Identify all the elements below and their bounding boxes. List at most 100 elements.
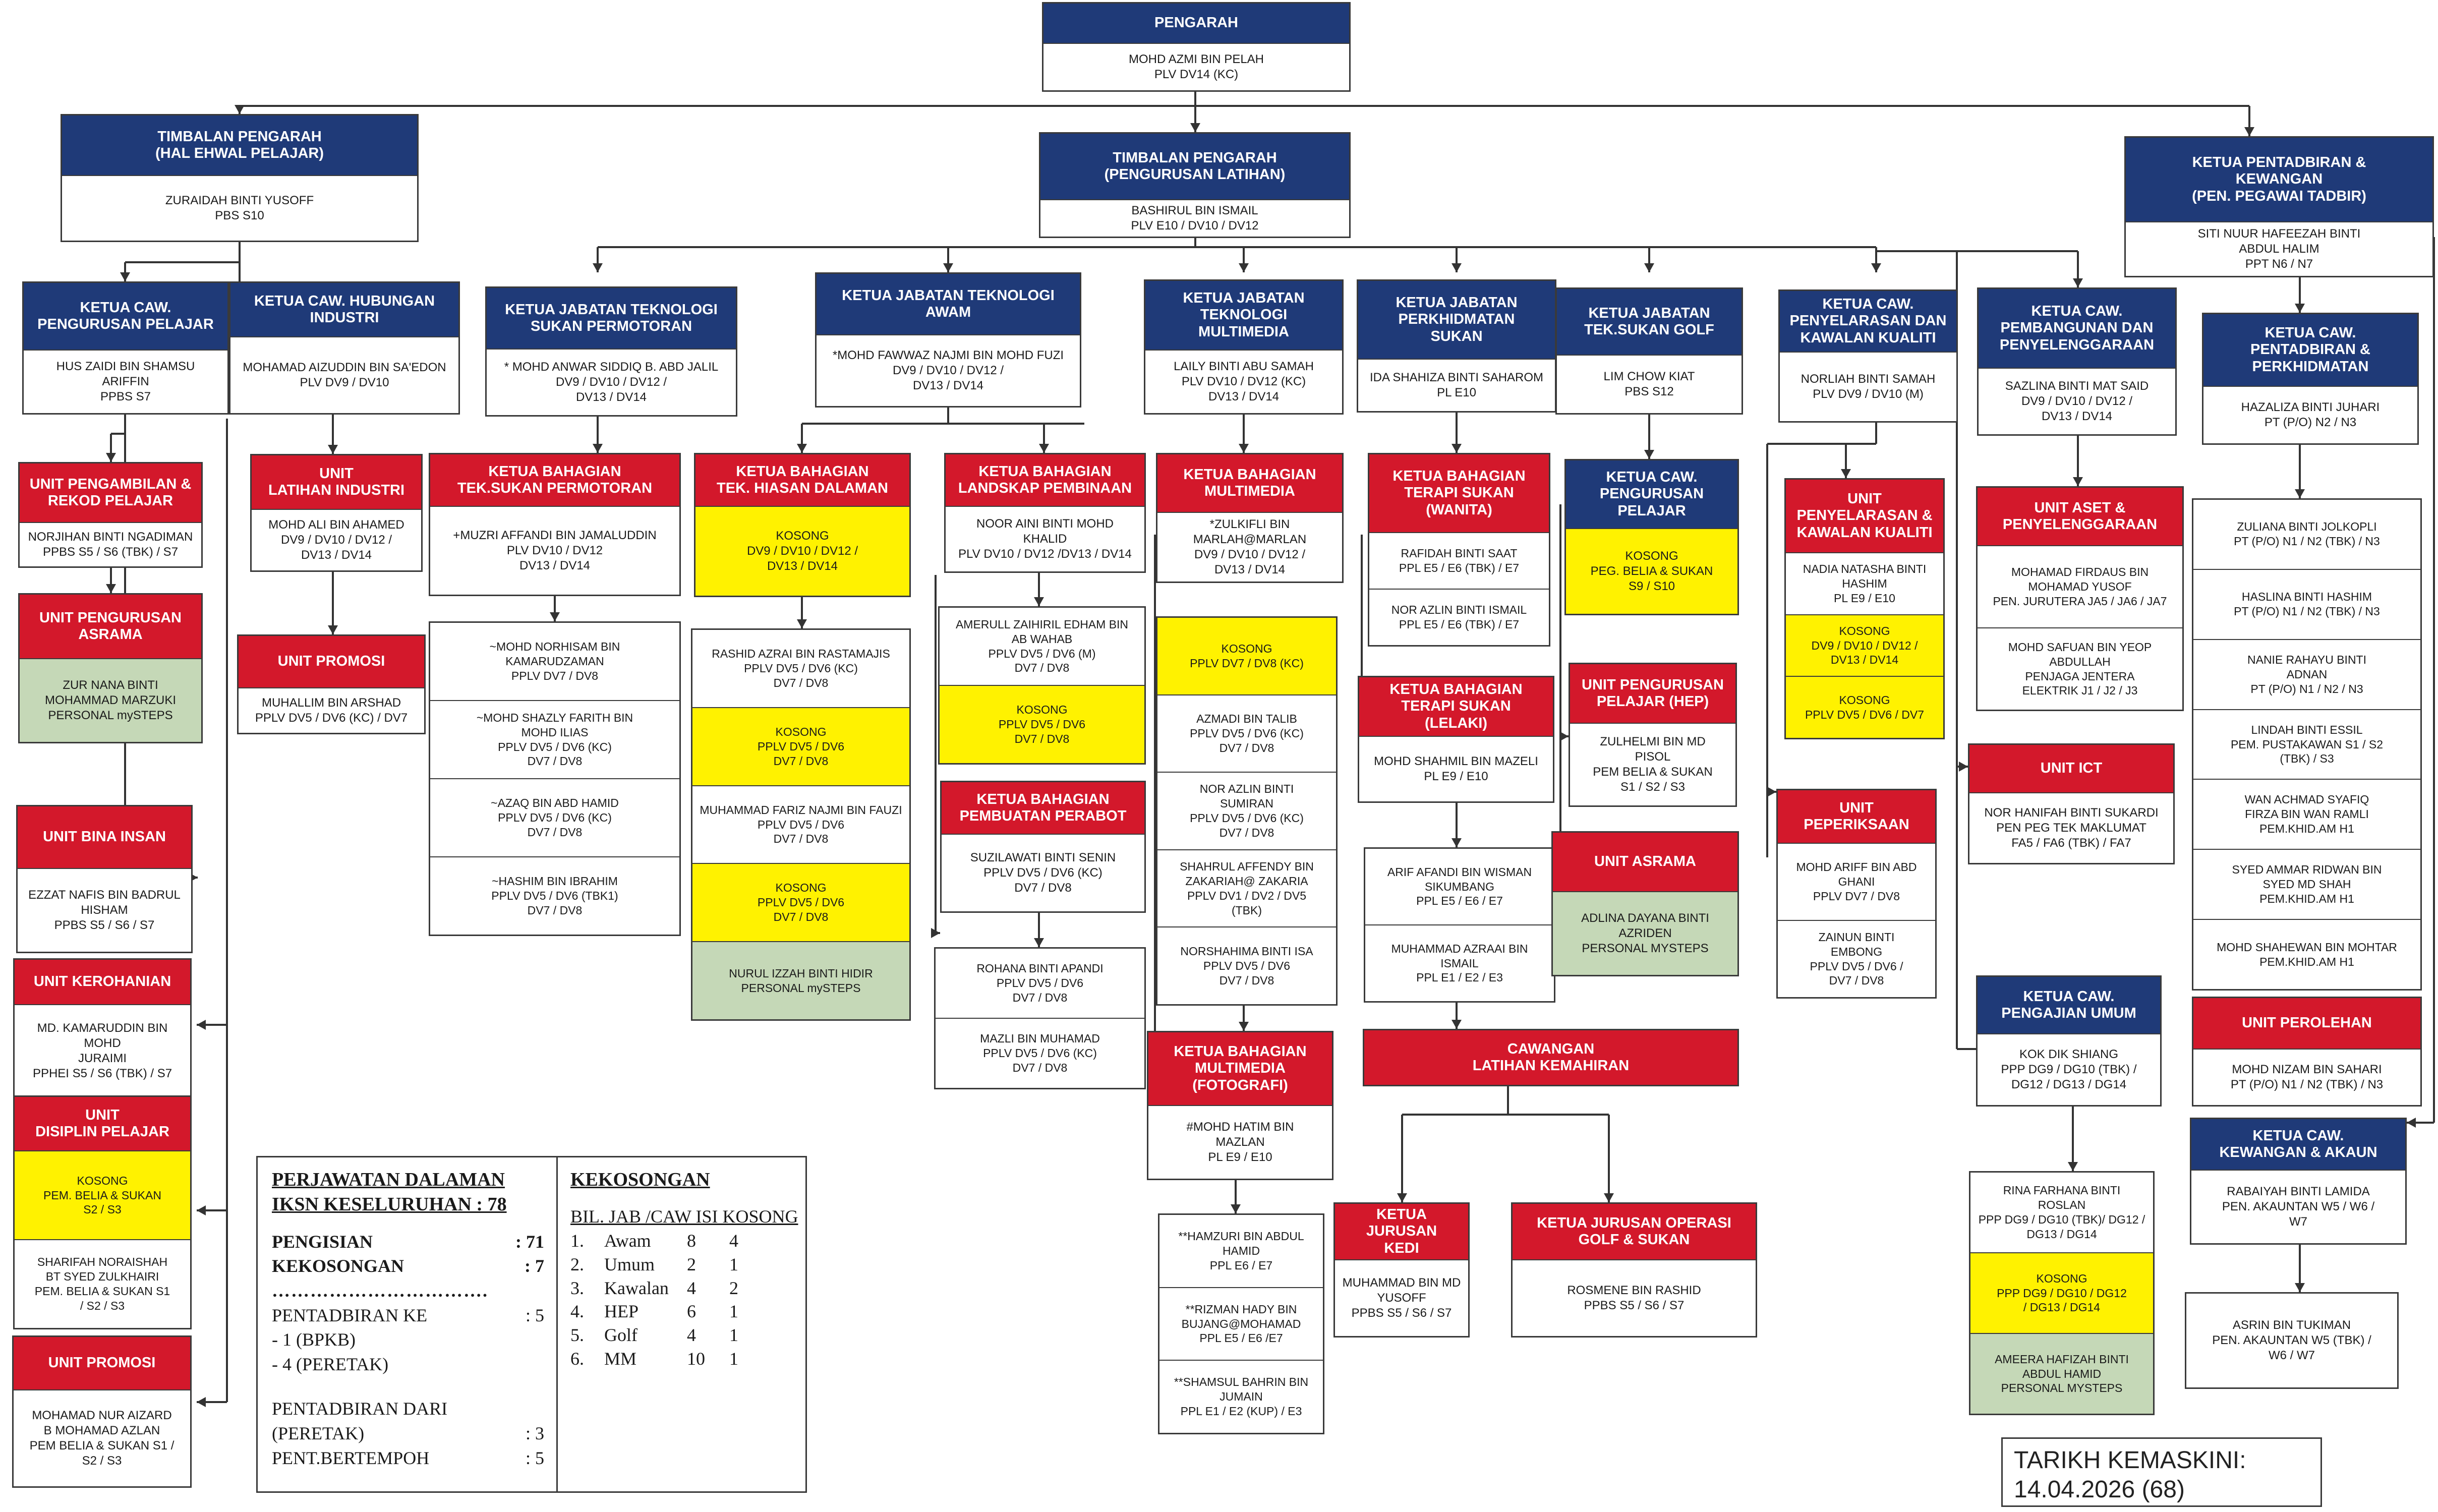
- unit-kerohanian-holder: MD. KAMARUDDIN BIN MOHD JURAIMI PPHEI S5…: [32, 1021, 172, 1081]
- kewangan-title: KETUA CAW. KEWANGAN & AKAUN: [2191, 1119, 2405, 1171]
- terapi-wanita-title: KETUA BAHAGIAN TERAPI SUKAN (WANITA): [1369, 454, 1549, 533]
- bertempoh-row: PENT.BERTEMPOH: 5: [272, 1447, 544, 1468]
- perjawatan-section: PERJAWATAN DALAMAN IKSN KESELURUHAN : 78…: [272, 1168, 544, 1470]
- terapi-wanita-slot: NOR AZLIN BINTI ISMAIL PPL E5 / E6 (TBK)…: [1391, 603, 1527, 631]
- kewangan-staff-box: ASRIN BIN TUKIMAN PEN. AKAUNTAN W5 (TBK)…: [2185, 1292, 2399, 1389]
- unit-promosi-pelajar-holder: MOHAMAD NUR AIZARD B MOHAMAD AZLAN PEM B…: [29, 1408, 175, 1468]
- permotoran-staff-slot: ~MOHD SHAZLY FARITH BIN MOHD ILIAS PPLV …: [430, 701, 679, 779]
- arrowhead: [1559, 731, 1569, 741]
- multimedia-staff-slot: NOR AZLIN BINTI SUMIRAN PPLV DV5 / DV6 (…: [1157, 773, 1336, 850]
- arrowhead: [1452, 838, 1462, 847]
- arrowhead: [2073, 278, 2083, 287]
- landskap-staff-slot: AMERULL ZAIHIRIL EDHAM BIN AB WAHAB PPLV…: [940, 608, 1144, 686]
- tarikh-label: TARIKH KEMASKINI:: [2014, 1447, 2246, 1474]
- bpkb-row: - 1 (BPKB): [272, 1329, 356, 1350]
- unit-penyelarasan-title: UNIT PENYELARASAN & KAWALAN KUALITI: [1786, 480, 1943, 553]
- bahagian-permotoran-box: KETUA BAHAGIAN TEK.SUKAN PERMOTORAN+MUZR…: [429, 453, 681, 596]
- multimedia-fotografi-holder: #MOHD HATIM BIN MAZLAN PL E9 / E10: [1186, 1120, 1294, 1165]
- landskap-staff-slot: KOSONG PPLV DV5 / DV6 DV7 / DV8: [940, 686, 1144, 763]
- arrowhead: [1239, 1022, 1249, 1031]
- kekosongan-cell: 10: [687, 1348, 705, 1369]
- fotografi-staff-slot: **RIZMAN HADY BIN BUJANG@MOHAMAD PPL E5 …: [1159, 1288, 1323, 1361]
- arrowhead: [1039, 444, 1049, 453]
- kekosongan-cell: HEP: [604, 1301, 639, 1322]
- arrowhead: [328, 445, 338, 454]
- permotoran-staff-slot: ~MOHD NORHISAM BIN KAMARUDZAMAN PPLV DV7…: [430, 623, 679, 701]
- hiasan-staff-slot: NURUL IZZAH BINTI HIDIR PERSONAL mySTEPS: [692, 942, 909, 1019]
- ketua-pentadbiran-holder: SITI NUUR HAFEEZAH BINTI ABDUL HALIM PPT…: [2197, 226, 2361, 271]
- kekosongan-title: KEKOSONGAN: [570, 1169, 710, 1190]
- pengajian-staff-box: RINA FARHANA BINTI ROSLAN PPP DG9 / DG10…: [1969, 1171, 2155, 1415]
- fotografi-staff-slot: **HAMZURI BIN ABDUL HAMID PPL E6 / E7: [1159, 1215, 1323, 1288]
- multimedia-staff-box: KOSONG PPLV DV7 / DV8 (KC)AZMADI BIN TAL…: [1156, 616, 1338, 1006]
- golf-pengurusan-holder: KOSONG PEG. BELIA & SUKAN S9 / S10: [1566, 529, 1737, 614]
- kekosongan-cell: 1.: [570, 1230, 584, 1251]
- arrowhead: [197, 1397, 206, 1407]
- unit-peperiksaan-slot: MOHD ARIFF BIN ABD GHANI PPLV DV7 / DV8: [1778, 844, 1935, 921]
- arrowhead: [2244, 127, 2254, 136]
- kekosongan-cell: 4: [729, 1230, 738, 1251]
- tarikh-kemaskini-box: TARIKH KEMASKINI: 14.04.2026 (68): [2001, 1437, 2322, 1507]
- arrowhead: [1239, 444, 1249, 453]
- unit-penyelarasan-slot: KOSONG DV9 / DV10 / DV12 / DV13 / DV14: [1786, 615, 1943, 677]
- arrowhead: [2295, 304, 2305, 313]
- unit-peperiksaan-title: UNIT PEPERIKSAAN: [1778, 790, 1935, 844]
- bahagian-multimedia-title: KETUA BAHAGIAN MULTIMEDIA: [1157, 454, 1342, 513]
- unit-perolehan-title: UNIT PEROLEHAN: [2193, 998, 2420, 1050]
- arrowhead: [328, 625, 338, 634]
- kekosongan-cell: 5.: [570, 1325, 584, 1346]
- arrowhead: [1604, 1193, 1614, 1202]
- pembangunan-box: KETUA CAW. PEMBANGUNAN DAN PENYELENGGARA…: [1977, 287, 2177, 436]
- peretak-row: - 4 (PERETAK): [272, 1354, 389, 1374]
- pengajian-staff-slot: AMEERA HAFIZAH BINTI ABDUL HAMID PERSONA…: [1970, 1334, 2153, 1414]
- teknologi-multimedia-holder: LAILY BINTI ABU SAMAH PLV DV10 / DV12 (K…: [1174, 359, 1314, 404]
- arrowhead: [2295, 489, 2305, 498]
- kekosongan-cell: MM: [604, 1348, 637, 1369]
- kekosongan-cell: 1: [729, 1301, 738, 1322]
- timbalan-latihan-holder: BASHIRUL BIN ISMAIL PLV E10 / DV10 / DV1…: [1131, 204, 1259, 233]
- perkhidmatan-sukan-title: KETUA JABATAN PERKHIDMATAN SUKAN: [1358, 281, 1555, 360]
- perabot-staff-slot: MAZLI BIN MUHAMAD PPLV DV5 / DV6 (KC) DV…: [980, 1032, 1100, 1074]
- arrowhead: [1841, 469, 1851, 478]
- kewangan-holder: RABAIYAH BINTI LAMIDA PEN. AKAUNTAN W5 /…: [2222, 1184, 2375, 1229]
- kekosongan-cell: 6: [687, 1301, 696, 1322]
- pembuatan-perabot-title: KETUA BAHAGIAN PEMBUATAN PERABOT: [942, 782, 1144, 835]
- pentadbiran-ke-row: PENTADBIRAN KE: 5: [272, 1305, 544, 1325]
- unit-pengambilan-holder: NORJIHAN BINTI NGADIMAN PPBS S5 / S6 (TB…: [28, 530, 193, 559]
- pentadbiran-staff-box: ZULIANA BINTI JOLKOPLI PT (P/O) N1 / N2 …: [2192, 498, 2422, 991]
- jurusan-kedi-title: KETUA JURUSAN KEDI: [1335, 1204, 1468, 1260]
- arrowhead: [797, 444, 807, 453]
- timbalan-hep-title: TIMBALAN PENGARAH (HAL EHWAL PELAJAR): [62, 115, 417, 176]
- kekosongan-cell: 1: [729, 1325, 738, 1346]
- latihan-kemahiran-box: CAWANGAN LATIHAN KEMAHIRAN: [1363, 1029, 1739, 1086]
- arrowhead: [1959, 762, 1968, 772]
- unit-disiplin-slot: SHARIFAH NORAISHAH BT SYED ZULKHAIRI PEM…: [34, 1255, 170, 1312]
- arrowhead: [797, 619, 807, 628]
- unit-aset-slot: MOHD SAFUAN BIN YEOP ABDULLAH PENJAGA JE…: [2008, 640, 2152, 697]
- hiasan-staff-slot: MUHAMMAD FARIZ NAJMI BIN FAUZI PPLV DV5 …: [692, 786, 909, 864]
- arrowhead: [1452, 444, 1462, 453]
- kekosongan-cell: 1: [729, 1254, 738, 1274]
- hubungan-industri-title: KETUA CAW. HUBUNGAN INDUSTRI: [230, 283, 458, 337]
- terapi-wanita-box: KETUA BAHAGIAN TERAPI SUKAN (WANITA)RAFI…: [1368, 453, 1550, 647]
- unit-pengurusan-hep-box: UNIT PENGURUSAN PELAJAR (HEP)ZULHELMI BI…: [1569, 663, 1737, 807]
- kekosongan-cell: Golf: [604, 1325, 637, 1346]
- arrowhead: [1644, 263, 1654, 272]
- arrowhead: [197, 1020, 206, 1030]
- perabot-staff-box: ROHANA BINTI APANDI PPLV DV5 / DV6 DV7 /…: [934, 947, 1146, 1089]
- kekosongan-cell: 8: [687, 1230, 696, 1251]
- landskap-staff-box: AMERULL ZAIHIRIL EDHAM BIN AB WAHAB PPLV…: [938, 606, 1146, 765]
- arrowhead: [1239, 263, 1249, 272]
- tarikh-value: 14.04.2026 (68): [2014, 1476, 2185, 1503]
- teknologi-awam-title: KETUA JABATAN TEKNOLOGI AWAM: [817, 274, 1080, 335]
